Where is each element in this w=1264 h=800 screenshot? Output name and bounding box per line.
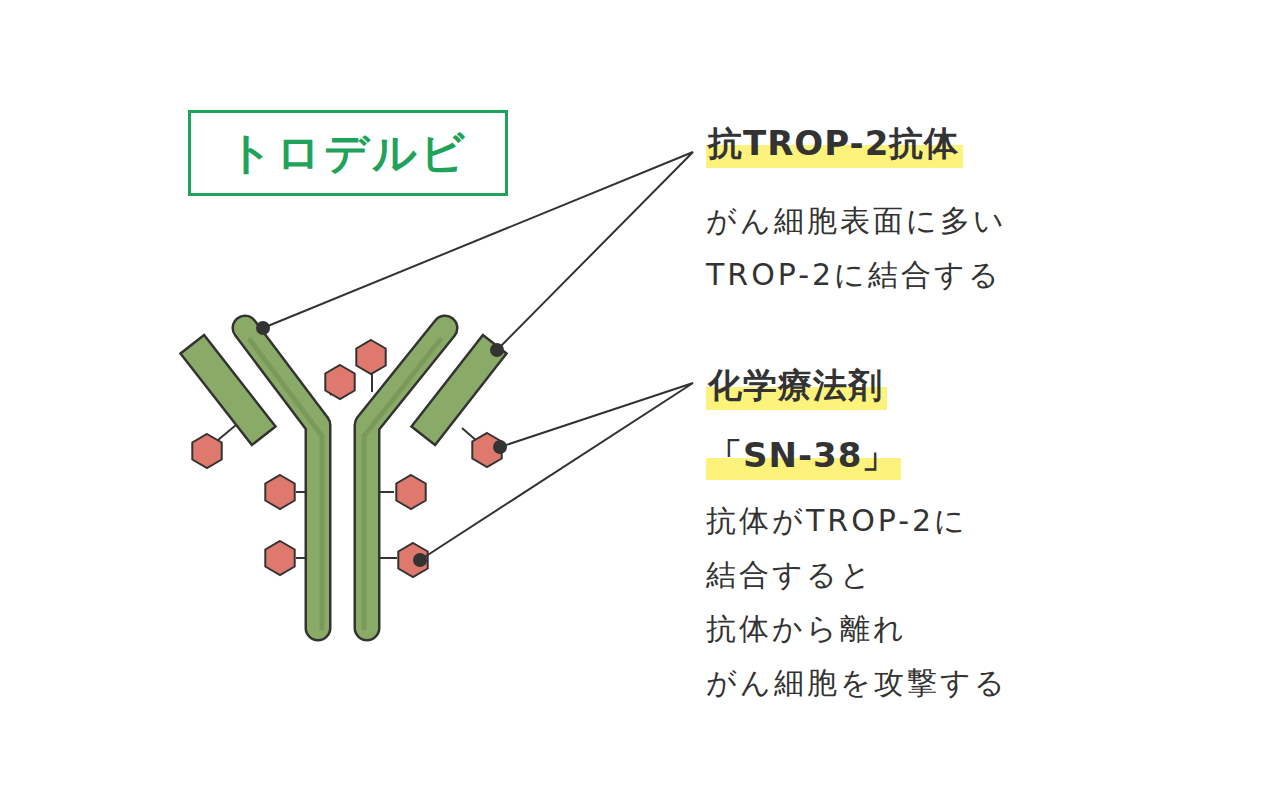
callout-body: 抗体がTROP-2に 結合すると 抗体から離れ がん細胞を攻撃する — [706, 494, 1008, 710]
heavy-chain — [245, 328, 318, 628]
heavy-chain — [367, 328, 445, 628]
leader-dot — [256, 321, 270, 335]
callout-heading: 化学療法剤 — [706, 360, 887, 410]
heavy-chains — [245, 328, 445, 628]
text-line: 抗体から離れ — [706, 602, 1008, 656]
callout-body: がん細胞表面に多い TROP-2に結合する — [706, 194, 1007, 302]
leader-dots — [256, 321, 507, 567]
text-line: がん細胞表面に多い — [706, 194, 1007, 248]
linker — [380, 491, 394, 493]
text-line: がん細胞を攻撃する — [706, 656, 1008, 710]
callout-heading: 「SN-38」 — [706, 430, 901, 480]
linker — [371, 372, 373, 392]
text-line: 抗体がTROP-2に — [706, 494, 1008, 548]
drug-hexagon — [398, 543, 427, 577]
title-box: トロデルビ — [188, 110, 508, 196]
drug-hexagon — [265, 541, 294, 575]
leader-dot — [493, 440, 507, 454]
leader-dot — [413, 553, 427, 567]
leader-dot — [490, 343, 504, 357]
drug-molecules — [192, 340, 501, 577]
title-text: トロデルビ — [228, 124, 468, 183]
heavy-chain-shade — [250, 340, 322, 628]
callout-heading: 抗TROP-2抗体 — [706, 118, 963, 168]
heavy-chain-outline — [367, 328, 445, 628]
text-line: TROP-2に結合する — [706, 248, 1007, 302]
drug-hexagon — [192, 434, 221, 468]
light-chain — [180, 335, 275, 445]
leader-lines — [263, 152, 693, 560]
linker — [296, 491, 305, 493]
drug-hexagon — [396, 475, 425, 509]
drug-hexagon — [356, 340, 385, 374]
leader-line — [420, 383, 693, 560]
text-line: 結合すると — [706, 548, 1008, 602]
callout-group: 化学療法剤「SN-38」抗体がTROP-2に 結合すると 抗体から離れ がん細胞… — [706, 360, 1008, 710]
callout-group: 抗TROP-2抗体がん細胞表面に多い TROP-2に結合する — [706, 118, 1007, 302]
linker — [218, 425, 236, 440]
drug-hexagon — [265, 475, 294, 509]
heavy-chain-outline — [245, 328, 318, 628]
linker — [380, 557, 397, 559]
drug-hexagon — [325, 365, 354, 399]
linker — [296, 557, 305, 559]
heavy-chain-shade — [364, 340, 440, 628]
light-chain — [411, 335, 506, 445]
